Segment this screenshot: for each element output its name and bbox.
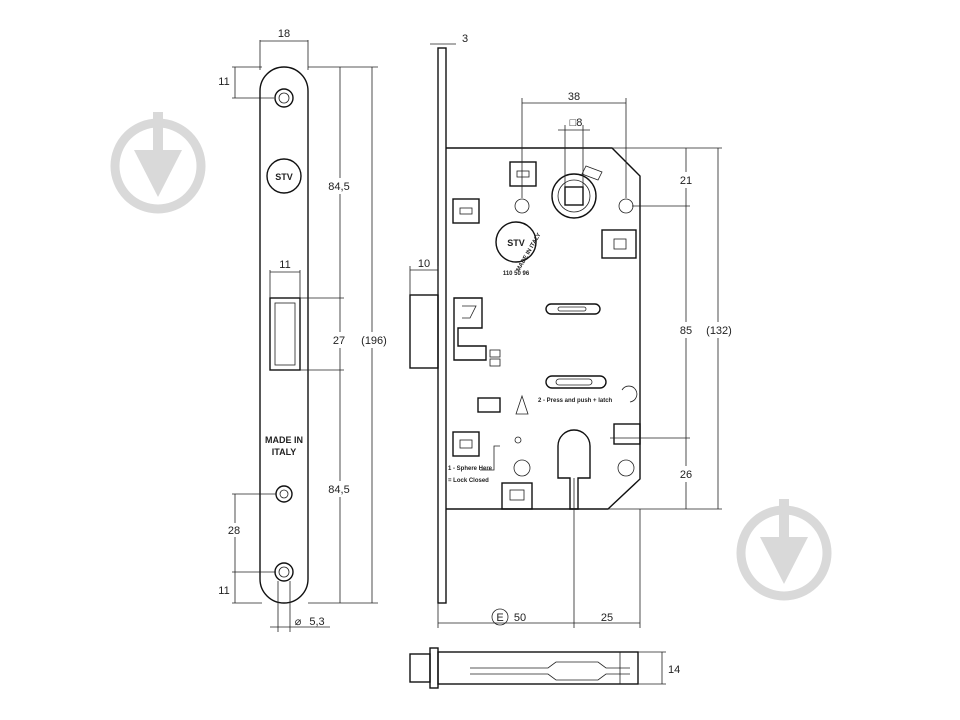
body-code: 110 50 96: [503, 271, 530, 277]
dim-faceplate-width: 18: [278, 28, 290, 40]
dim-bottom-hole: 11: [218, 585, 229, 597]
dim-bottom-thickness: 14: [668, 664, 680, 676]
note-press-and-push: 2 - Press and push + latch: [538, 398, 613, 404]
dim-cylinder-offset: 25: [601, 612, 613, 624]
dim-lower-hole-spacing: 28: [228, 525, 240, 537]
dim-body-height: (132): [706, 325, 732, 337]
dim-plate-thickness: 3: [462, 33, 468, 45]
faceplate-dimensions: 18 11 84,5 27 (196) 84,5 11 28: [218, 28, 392, 632]
body-logo: STV: [507, 238, 525, 248]
dim-total-height: (196): [361, 335, 387, 347]
bottom-view: 14: [409, 647, 680, 689]
dim-spindle-to-hole: 38: [568, 91, 580, 103]
note-sphere-here: 1 - Sphere Here: [448, 466, 493, 472]
dim-latch-height: 27: [333, 335, 345, 347]
body-dimensions: 3 38 □8 10 21 85 (132) 26: [409, 33, 740, 628]
dim-top-hole: 11: [218, 76, 229, 88]
lock-body-view: STV MADE IN ITALY 110 50 96 2 - Press an…: [409, 47, 641, 604]
dim-center-distance: 85: [680, 325, 692, 337]
dim-square-spindle: □8: [570, 117, 583, 129]
dim-top-offset: 21: [680, 175, 692, 187]
dim-bottom-offset: 26: [680, 469, 692, 481]
dim-lower-distance: 84,5: [328, 484, 349, 496]
watermark-left-icon: [110, 112, 206, 214]
note-lock-closed: = Lock Closed: [448, 478, 489, 484]
dim-latch-width: 11: [279, 259, 290, 271]
faceplate-italy: ITALY: [272, 447, 297, 457]
faceplate-view: STV MADE IN ITALY: [259, 66, 309, 604]
dim-latch-projection: 10: [418, 258, 430, 270]
dim-backset-label: E: [496, 612, 503, 624]
dim-diameter-symbol: ⌀: [295, 616, 302, 628]
faceplate-made-in: MADE IN: [265, 435, 303, 445]
dim-upper-distance: 84,5: [328, 181, 349, 193]
watermark-right-icon: [736, 499, 832, 601]
faceplate-logo: STV: [275, 172, 293, 182]
dim-backset: 50: [514, 612, 526, 624]
dim-hole-diameter: 5,3: [309, 616, 324, 628]
